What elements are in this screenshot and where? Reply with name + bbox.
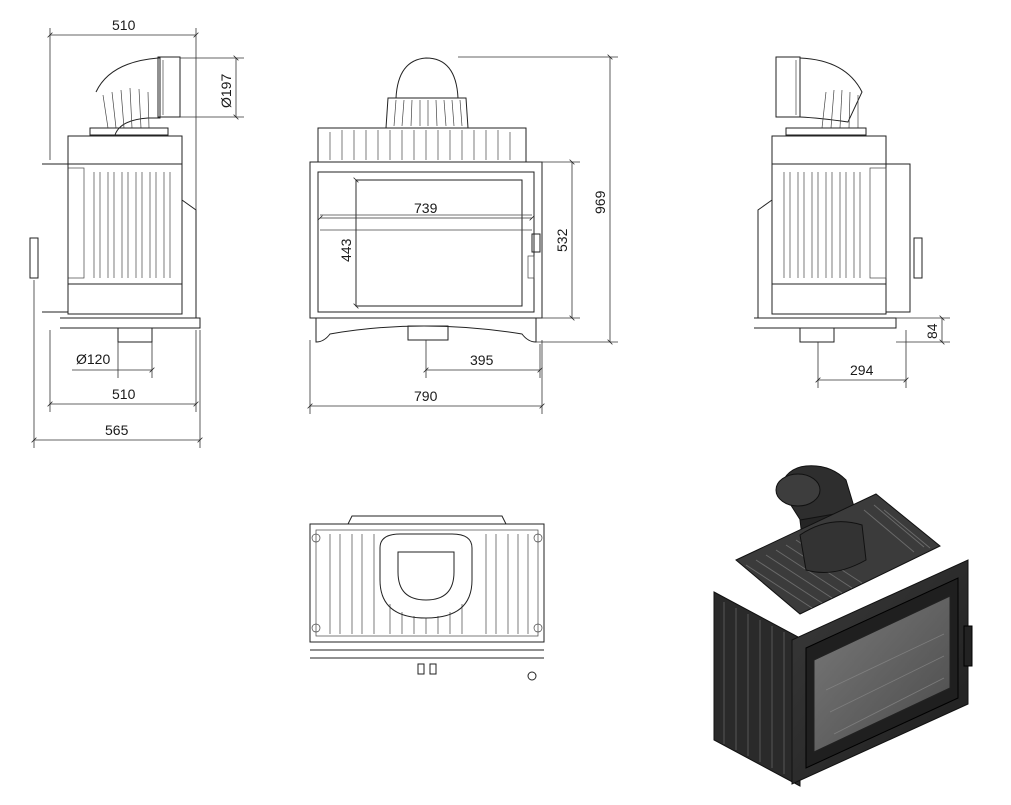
dim-total-height: 969 [592, 190, 608, 214]
side-ribs [93, 172, 171, 278]
dim-bottom-width: 510 [112, 386, 136, 402]
side-view-right: 84 294 [754, 56, 950, 388]
side-view-left: 510 Ø197 Ø120 510 565 [29, 17, 244, 448]
front-base [315, 317, 537, 343]
front-view: 739 443 532 969 395 790 [307, 54, 618, 414]
dim-glass-width: 739 [414, 200, 438, 216]
front-air-inlet [407, 325, 449, 341]
top-view-flue-opening [397, 551, 455, 601]
right-flue [775, 56, 867, 136]
flue-pipe [89, 56, 181, 136]
render-handle [963, 625, 973, 667]
base [67, 283, 183, 315]
front-frame-edge [42, 163, 69, 313]
flue-dome [385, 57, 469, 129]
dim-outlet-offset-right: 294 [850, 362, 874, 378]
stove-render [713, 465, 973, 787]
dims-left: 510 Ø197 Ø120 510 565 [31, 17, 244, 448]
foot-plate [60, 317, 201, 329]
dim-glass-height: 443 [338, 238, 354, 262]
top-view-body [309, 523, 545, 643]
door-inner [317, 171, 535, 313]
door-handle [531, 233, 541, 253]
flue-collar [157, 56, 181, 118]
dim-frame-height: 532 [554, 228, 570, 252]
air-inlet [117, 327, 153, 343]
dims-right: 84 294 [815, 315, 950, 388]
dim-flue-diameter: Ø197 [218, 74, 234, 108]
dims-front: 739 443 532 969 395 790 [307, 54, 618, 414]
control-knob [29, 237, 39, 279]
render-glass [813, 595, 951, 753]
dim-outlet-diameter: Ø120 [76, 351, 110, 367]
render-top-fins [745, 504, 931, 609]
right-control-knob [913, 237, 923, 279]
side-body [67, 163, 183, 285]
top-view [309, 515, 545, 681]
top-panel [67, 135, 183, 165]
top-fins [317, 127, 527, 163]
dim-base-height: 84 [924, 323, 940, 339]
dim-total-width: 565 [105, 422, 129, 438]
dim-top-width: 510 [112, 17, 136, 33]
dim-outlet-offset: 395 [470, 352, 494, 368]
top-view-fins [329, 534, 529, 634]
glass-panel [355, 179, 523, 307]
dim-total-width: 790 [414, 388, 438, 404]
top-view-collar [379, 533, 473, 619]
